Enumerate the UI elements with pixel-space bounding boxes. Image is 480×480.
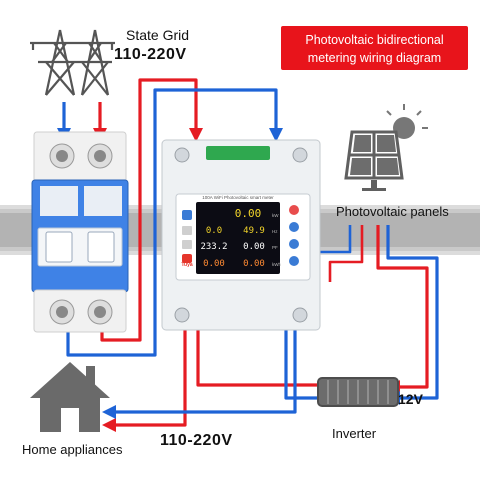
output-voltage-label: 110-220V [160,432,233,449]
wires [62,78,439,427]
meter-row-4-value2: 0.00 [243,259,265,269]
meter-row-3-value: 233.2 [200,242,227,252]
meter-to-inverter-neutral-wire [284,330,318,400]
home-neutral-arrow [102,405,116,419]
meter-row-1-value: 0.00 [235,207,262,220]
meter-brand: Tuya [181,262,193,268]
meter-row-2-value2: 49.9 [243,226,265,236]
meter-to-home-neutral-wire [114,330,297,414]
smart-meter [161,139,321,331]
meter-row-1-unit: kW [272,213,279,218]
grid-voltage-label: 110-220V [114,46,187,63]
photovoltaic-panels-label: Photovoltaic panels [336,204,449,219]
circuit-breaker [31,131,129,333]
title-line-2: metering wiring diagram [307,51,442,65]
inverter-icon [317,377,399,407]
pv-live-wire [376,225,429,389]
title-banner: Photovoltaic bidirectional metering wiri… [281,26,468,70]
state-grid-label: State Grid [126,27,190,43]
meter-to-inverter-live-wire [196,330,318,387]
solar-panel-icon [344,104,428,191]
meter-to-home-live-wire [114,330,187,427]
meter-row-2-unit: Hz [272,229,278,234]
power-tower-icon [30,29,115,96]
meter-live-arrow [189,128,203,142]
meter-row-4-unit: kWh [272,262,281,267]
meter-row-3-unit: PF [272,245,278,250]
inverter-label: Inverter [332,426,377,441]
home-appliances-label: Home appliances [22,442,123,457]
dc-voltage-label: 12V [398,391,423,407]
pv-neutral-wire [386,225,439,400]
sun-icon [393,117,415,139]
meter-row-4-value: 0.00 [203,259,225,269]
title-line-1: Photovoltaic bidirectional [305,33,444,47]
meter-row-3-value2: 0.00 [243,242,265,252]
meter-neutral-arrow [269,128,283,142]
meter-header: 100A WiFi Photovoltaic smart meter [202,195,274,200]
meter-row-2-value: 0.0 [206,226,222,236]
breaker-to-meter-neutral-wire [66,88,278,357]
home-live-arrow [102,418,116,432]
house-icon [30,362,110,432]
